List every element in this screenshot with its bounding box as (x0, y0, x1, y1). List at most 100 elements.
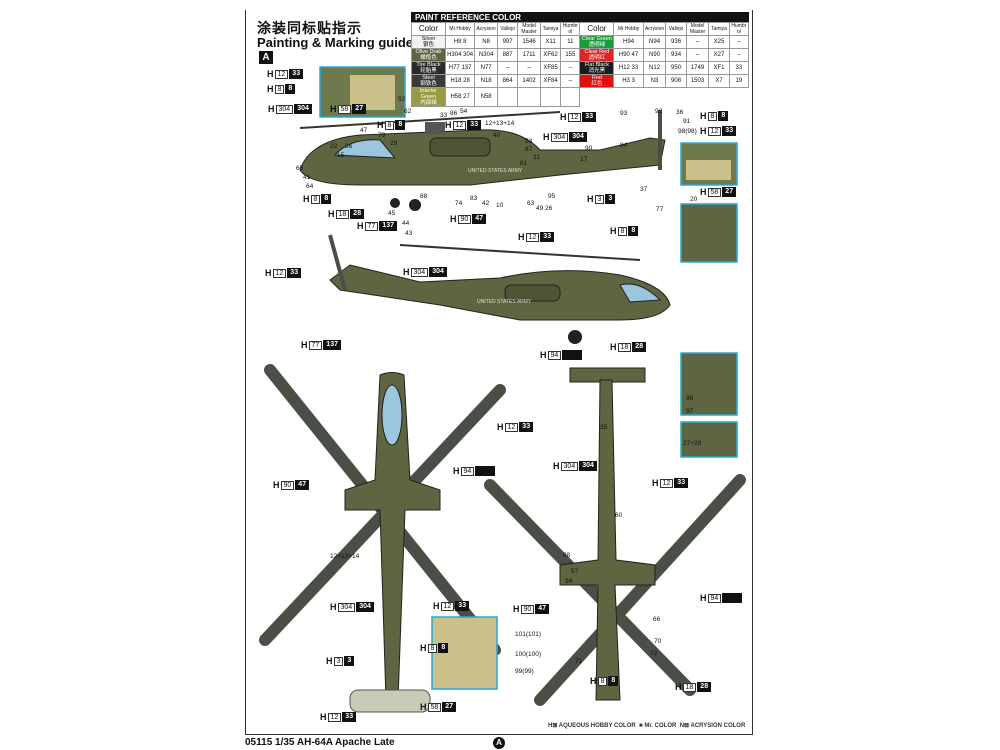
part-number: 43 (405, 230, 413, 237)
h-label: H (553, 461, 560, 471)
mr-color-code: 27 (442, 702, 457, 712)
part-number: 92 (655, 108, 663, 115)
acrysion-code: N90 (642, 48, 667, 62)
aqueous-code: 8 (617, 226, 628, 236)
column-header: Model Master (685, 22, 710, 36)
antenna-inset (680, 421, 738, 458)
h-label: H (326, 656, 333, 666)
mr-color-code: 8 (608, 676, 619, 686)
bottom-view (484, 367, 746, 706)
part-number: 36 (345, 143, 353, 150)
column-header: Vallejo (665, 22, 687, 36)
h-label: H (610, 226, 617, 236)
scheme-badge: A (259, 51, 273, 64)
acrysion-code: N8 (474, 35, 498, 49)
part-number: 70 (654, 638, 662, 645)
aqueous-code: 12 (567, 112, 582, 122)
part-number: 101(101) (515, 631, 542, 638)
mr-color-code: 304 (569, 132, 587, 142)
army-marking: UNITED STATES ARMY (477, 299, 532, 305)
h-label: H (540, 350, 547, 360)
mr-color-code: 33 (455, 601, 470, 611)
part-number: 49 (536, 205, 544, 212)
humbrol-code: 11 (560, 35, 581, 49)
vallejo-code: 887 (496, 48, 519, 62)
part-number: 36 (676, 109, 684, 116)
part-number: 81 (520, 160, 528, 167)
aqueous-code: 304 (550, 132, 569, 142)
h-label: H (377, 120, 384, 130)
mr-color-code: 137 (323, 340, 341, 350)
vallejo-code: – (496, 61, 519, 75)
legend-acrysion: N⊠ ACRYSION COLOR (679, 723, 746, 729)
part-number: 45 (388, 210, 396, 217)
h-label: H (267, 84, 274, 94)
vallejo-code: 934 (665, 48, 687, 62)
part-number: 95 (548, 193, 556, 200)
aqueous-code: 90 (457, 214, 472, 224)
product-footer: 05115 1/35 AH-64A Apache Late (245, 737, 395, 748)
h-label: H (543, 132, 550, 142)
h-label: H (273, 480, 280, 490)
aqueous-code: 304 (337, 602, 356, 612)
part-number: 98(98) (678, 128, 697, 135)
tamiya-code: XF84 (539, 74, 562, 88)
aqueous-code: 304 (410, 267, 429, 277)
h-label: H (330, 104, 337, 114)
model-master-code: – (517, 61, 541, 75)
vallejo-code (496, 87, 519, 107)
model-master-code: 1711 (517, 48, 541, 62)
aqueous-code: 8 (274, 84, 285, 94)
mr-color-code: 304 (579, 461, 597, 471)
part-number: 66 (653, 616, 661, 623)
part-number: 83 (470, 195, 478, 202)
aqueous-code: 94 (707, 593, 722, 603)
h-label: H (420, 702, 427, 712)
aqueous-code: 12 (327, 712, 342, 722)
part-number: 12+13+14 (330, 553, 360, 560)
tamiya-code: XF85 (539, 61, 562, 75)
part-number: 91 (683, 118, 691, 125)
part-number: 10 (496, 202, 504, 209)
part-number: 41 (303, 174, 311, 181)
mr-color-code: 27 (722, 187, 737, 197)
part-number: 87 (525, 146, 533, 153)
aqueous-code: 90 (280, 480, 295, 490)
mr-color-code: 304 (356, 602, 374, 612)
mr-color-code: 304 (429, 267, 447, 277)
column-header: Acrysion (474, 22, 498, 36)
part-number: 44 (402, 220, 410, 227)
aqueous-code: 8 (597, 676, 608, 686)
mr-hobby-code: H90 47 (613, 48, 644, 62)
aqueous-code: 12 (707, 126, 722, 136)
part-number: 79 (378, 132, 386, 139)
part-number: 96 (686, 395, 694, 402)
tamiya-code (539, 87, 562, 107)
mr-color-code: 47 (535, 604, 550, 614)
humbrol-code: – (728, 48, 750, 62)
part-number: 74 (455, 200, 463, 207)
mr-color-code (722, 593, 743, 603)
mr-hobby-code: H94 (613, 35, 644, 49)
part-number: 29 (390, 140, 398, 147)
aqueous-code: 18 (617, 342, 632, 352)
h-label: H (403, 267, 410, 277)
part-number: 65 (296, 165, 304, 172)
mr-color-code (475, 466, 496, 476)
part-number: 40 (493, 132, 501, 139)
